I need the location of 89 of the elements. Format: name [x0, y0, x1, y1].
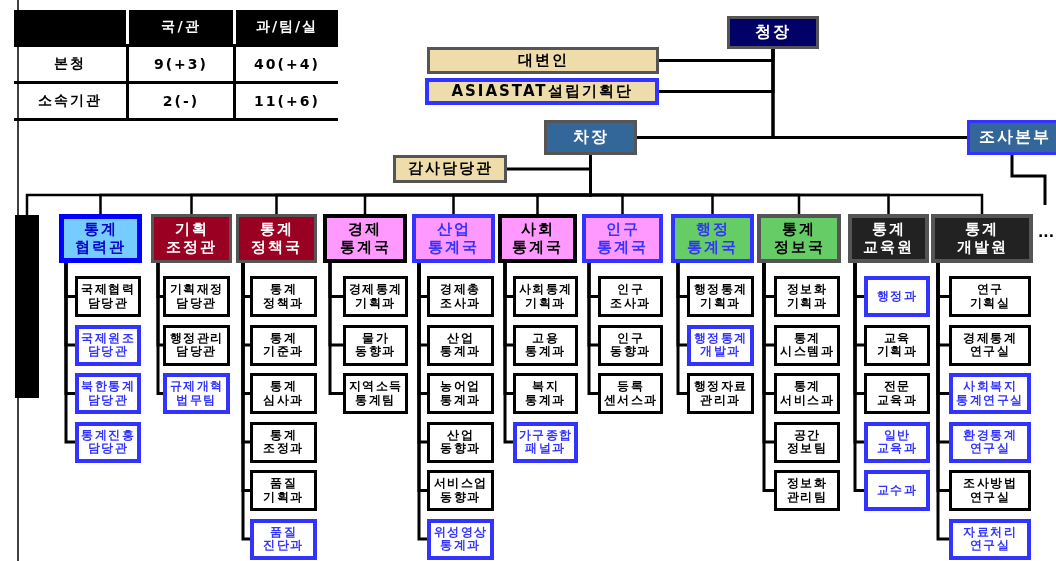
- department-box: 통계 협력관: [59, 214, 142, 263]
- division-box: 고용 통계과: [513, 324, 578, 366]
- division-box: 정보화 관리팀: [774, 470, 840, 511]
- connector-line: [676, 263, 687, 395]
- division-box: 품질 기획과: [250, 470, 317, 511]
- division-box: 통계진흥 담당관: [75, 421, 141, 463]
- division-box: 농어업 통계과: [427, 373, 494, 414]
- division-box: 품질 진단과: [250, 518, 317, 560]
- department-box: 통계 정책국: [236, 214, 317, 263]
- department-box: 인구 통계국: [582, 214, 663, 263]
- connector-line: [771, 49, 967, 139]
- division-box: 위성영상 통계과: [427, 518, 494, 560]
- division-box: 복지 통계과: [513, 373, 578, 414]
- connector-line: [762, 263, 774, 492]
- connector-line: [589, 155, 984, 214]
- division-box: 사회복지 통계연구실: [949, 373, 1031, 414]
- division-box: 행정통계 기획과: [687, 276, 754, 317]
- table-value: 11(+6): [254, 93, 320, 109]
- division-box: 경제총 조사과: [427, 276, 494, 317]
- deputy-box: 차장: [544, 120, 637, 155]
- division-box: 전문 교육과: [864, 373, 930, 414]
- division-box: 기획재정 담당관: [163, 276, 230, 317]
- table-value: 2(-): [162, 93, 200, 109]
- division-box: 물가 동향과: [343, 324, 408, 366]
- column-header: 국/관: [161, 18, 201, 34]
- connector-line: [503, 263, 513, 444]
- division-box: 조사방법 연구실: [949, 470, 1031, 511]
- division-box: 통계 정책과: [250, 276, 317, 317]
- department-box: 산업 통계국: [412, 214, 495, 263]
- division-box: 환경통계 연구실: [949, 421, 1031, 463]
- department-box: 통계 교육원: [848, 214, 929, 263]
- division-box: 경제통계 기획과: [343, 276, 408, 317]
- division-box: 지역소득 통계팀: [343, 373, 408, 414]
- connector-line: [1010, 155, 1047, 205]
- division-box: 자료처리 연구실: [949, 518, 1031, 560]
- division-box: 공간 정보팀: [774, 421, 840, 463]
- division-box: 규제개혁 법무팀: [163, 373, 230, 414]
- office-box: 대변인: [427, 47, 659, 74]
- division-box: 정보화 기획과: [774, 276, 840, 317]
- division-box: 행정과: [864, 276, 930, 317]
- connector-line: [853, 263, 864, 492]
- division-box: 통계 서비스과: [774, 373, 840, 414]
- department-box: 통계 정보국: [757, 214, 841, 263]
- division-box: 사회통계 기획과: [513, 276, 578, 317]
- office-box: 조사본부: [967, 120, 1056, 155]
- connector-line: [417, 263, 427, 541]
- division-box: 등록 센서스과: [598, 373, 663, 414]
- office-box: 감사담당관: [393, 155, 507, 183]
- side-bar: [15, 215, 39, 398]
- table-value: 40(+4): [254, 56, 320, 72]
- division-box: 일반 교육과: [864, 421, 930, 463]
- division-box: 인구 동향과: [598, 324, 663, 366]
- division-box: 인구 조사과: [598, 276, 663, 317]
- division-box: 북한통계 담당관: [75, 373, 141, 414]
- division-box: 행정관리 담당관: [163, 324, 230, 366]
- office-box: ASIASTAT설립기획단: [425, 78, 659, 105]
- division-box: 행정자료 관리과: [687, 373, 754, 414]
- department-box: 경제 통계국: [323, 214, 407, 263]
- connector-line: [64, 263, 75, 444]
- division-box: 통계 시스템과: [774, 324, 840, 366]
- division-box: 국제원조 담당관: [75, 324, 141, 366]
- division-box: 행정통계 개발과: [687, 324, 754, 366]
- connector-line: [587, 263, 598, 395]
- chief-box: 청장: [727, 16, 819, 49]
- division-box: 서비스업 동향과: [427, 470, 494, 511]
- connector-line: [328, 263, 343, 395]
- division-box: 경제통계 연구실: [949, 324, 1031, 366]
- division-box: 통계 기준과: [250, 324, 317, 366]
- connector-line: [156, 263, 163, 395]
- row-header: 소속기관: [38, 92, 102, 108]
- department-box: 행정 통계국: [671, 214, 754, 263]
- connector-line: [936, 263, 949, 541]
- division-box: 교수과: [864, 470, 930, 511]
- division-box: 교육 기획과: [864, 324, 930, 366]
- division-box: 산업 동향과: [427, 421, 494, 463]
- division-box: 연구 기획실: [949, 276, 1031, 317]
- division-box: 국제협력 담당관: [75, 276, 141, 317]
- ellipsis-text: ...: [1038, 224, 1054, 240]
- row-header: 본청: [54, 55, 86, 71]
- column-header: 과/팀/실: [255, 18, 319, 34]
- department-box: 기획 조정관: [151, 214, 232, 263]
- department-box: 통계 개발원: [931, 214, 1033, 263]
- division-box: 통계 심사과: [250, 373, 317, 414]
- division-box: 통계 조정과: [250, 421, 317, 463]
- connector-line: [241, 263, 250, 541]
- table-value: 9(+3): [154, 56, 208, 72]
- division-box: 가구종합 패널과: [513, 421, 578, 463]
- division-box: 산업 통계과: [427, 324, 494, 366]
- department-box: 사회 통계국: [498, 214, 577, 263]
